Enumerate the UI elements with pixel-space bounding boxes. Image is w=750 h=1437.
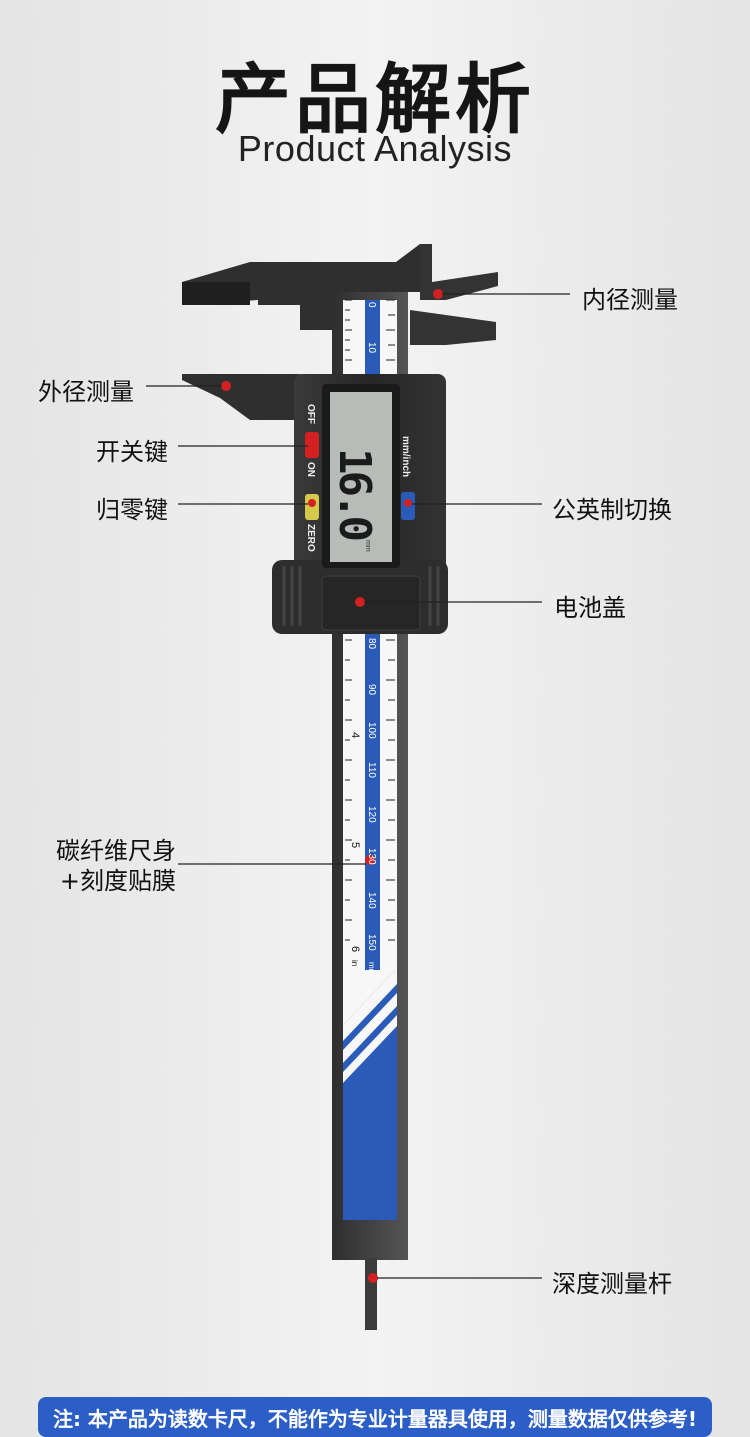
scale-label-110: 110 (366, 762, 377, 778)
bottom-scale-ticks (345, 639, 395, 941)
scale-label-90: 90 (366, 684, 377, 696)
scale-label-150: 150 (366, 934, 377, 951)
zero-label: ZERO (305, 524, 316, 552)
body-marker (365, 855, 375, 865)
callout-outer-diameter: 外径测量 (38, 378, 134, 406)
callout-body-line1: 碳纤维尺身 (56, 837, 176, 865)
lcd-screen (330, 392, 392, 562)
moving-inner-jaw (410, 310, 496, 345)
page-subtitle: Product Analysis (237, 128, 513, 169)
callout-power-button: 开关键 (96, 438, 168, 466)
inch-label-5: 5 (349, 842, 361, 848)
battery-cover-marker (355, 597, 365, 607)
battery-cover (321, 575, 421, 631)
inner-jaw-marker (433, 289, 443, 299)
depth-rod-marker (368, 1273, 378, 1283)
scale-unit-in: in (350, 960, 359, 966)
callout-zero-button: 归零键 (96, 496, 168, 524)
fixed-jaw (182, 244, 430, 330)
callout-lines (146, 293, 570, 1279)
outer-jaw-marker (221, 381, 231, 391)
scale-unit-mm: mm (367, 962, 376, 976)
depth-rod (365, 1258, 377, 1330)
callout-body-line2: +刻度贴膜 (59, 867, 176, 895)
inch-label-6: 6 (349, 946, 361, 952)
scale-label-0: 0 (366, 302, 377, 308)
scale-label-130: 130 (366, 848, 377, 865)
callout-inner-diameter: 内径测量 (582, 286, 678, 314)
scale-label-100: 100 (366, 722, 377, 739)
disclaimer-bar: 注: 本产品为读数卡尺，不能作为专业计量器具使用，测量数据仅供参考! (38, 1397, 712, 1437)
callout-battery-cover: 电池盖 (554, 594, 626, 622)
off-label: OFF (305, 404, 316, 424)
disclaimer-text: 注: 本产品为读数卡尺，不能作为专业计量器具使用，测量数据仅供参考! (52, 1407, 698, 1431)
on-label: ON (305, 462, 316, 477)
scale-label-80: 80 (366, 638, 377, 650)
lcd-reading: 16.0 (329, 448, 380, 539)
callout-body: 碳纤维尺身 +刻度贴膜 (30, 836, 176, 896)
scale-label-120: 120 (366, 806, 377, 823)
moving-jaw (182, 374, 300, 420)
page-title: 产品解析 (215, 55, 535, 144)
callout-unit-switch: 公英制切换 (552, 496, 672, 524)
top-scale-ticks (345, 299, 395, 361)
inner-jaw (420, 244, 498, 300)
outer-jaw-tip (182, 282, 250, 305)
thumb-grip (282, 566, 440, 626)
scale-label-10: 10 (366, 342, 377, 354)
inch-label-4: 4 (349, 732, 361, 738)
mm-inch-label: mm/inch (400, 436, 411, 477)
scale-label-140: 140 (366, 892, 377, 909)
callout-depth-rod: 深度测量杆 (552, 1270, 672, 1298)
lcd-unit: mm (364, 540, 371, 552)
